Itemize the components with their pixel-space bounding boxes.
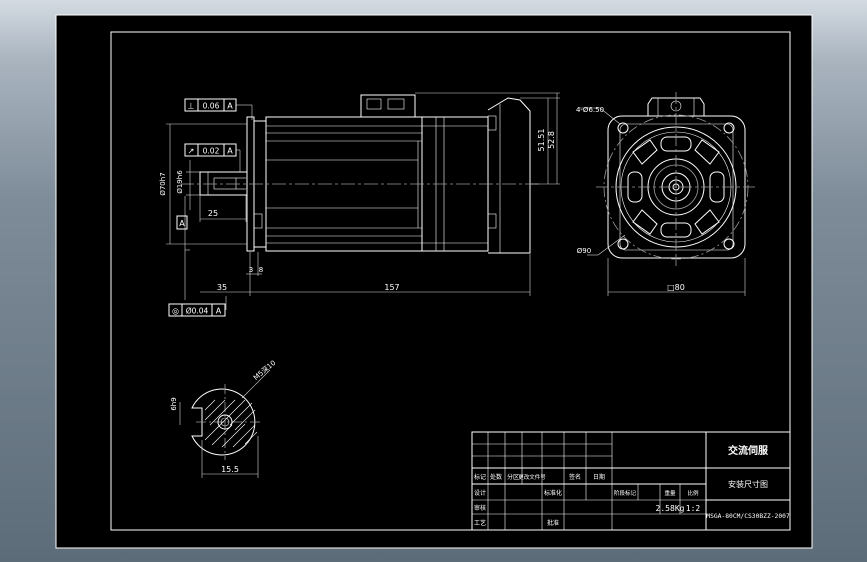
dim-key-width: 6h9 <box>170 397 178 410</box>
dim-height-2: 52.8 <box>547 131 556 149</box>
svg-text:↗: ↗ <box>188 147 195 156</box>
dim-key-depth: 15.5 <box>221 465 239 474</box>
svg-text:A: A <box>179 219 185 228</box>
mount-hole <box>617 122 629 134</box>
drawing-title: 交流伺服 <box>728 444 769 457</box>
dim-flange-thickness: 3 <box>249 266 253 274</box>
tolerance-frame-perpendicularity: ⊥ 0.06 A <box>184 98 237 112</box>
svg-text:0.02: 0.02 <box>203 147 220 156</box>
svg-text:◎: ◎ <box>172 307 179 316</box>
shaft-section <box>179 369 271 478</box>
shaft-cross-section <box>191 388 256 456</box>
svg-text:0.06: 0.06 <box>203 102 220 111</box>
title-block <box>471 431 791 531</box>
end-cap <box>487 97 531 254</box>
top-connector <box>360 94 416 118</box>
col-header: 更改文件号 <box>518 473 546 481</box>
row-label: 审核 <box>474 504 486 512</box>
small-label: 批准 <box>547 519 559 527</box>
dim-pcd: Ø90 <box>577 247 591 255</box>
col-header: 分区 <box>507 473 519 481</box>
svg-text:A: A <box>216 307 222 316</box>
row-label: 设计 <box>474 489 486 497</box>
paper-border <box>55 14 813 549</box>
dim-mount-holes: 4-Ø6.50 <box>576 106 604 114</box>
drawing-subtitle: 安装尺寸图 <box>728 479 768 489</box>
shaft-key <box>213 177 237 190</box>
tolerance-frame-concentricity: ◎ Ø0.04 A <box>168 303 226 317</box>
svg-text:Ø0.04: Ø0.04 <box>186 307 209 316</box>
weight-value: 2.58Kg <box>656 504 685 513</box>
dim-height-1: 51.51 <box>537 129 546 152</box>
drawing-frame <box>110 31 791 531</box>
dim-shaft-length: 35 <box>217 283 227 292</box>
col-header: 标记 <box>474 473 486 481</box>
col-header: 日期 <box>593 473 605 481</box>
stage-label: 阶段标记 <box>614 489 637 497</box>
stage-label: 重量 <box>664 489 676 497</box>
dim-shaft-diameter: Ø19h6 <box>176 170 184 194</box>
dim-body-length: 157 <box>384 283 399 292</box>
scale-value: 1:2 <box>686 504 701 513</box>
col-header: 签名 <box>569 473 581 481</box>
svg-text:A: A <box>227 147 233 156</box>
svg-text:A: A <box>227 102 233 111</box>
tolerance-frame-runout: ↗ 0.02 A <box>184 143 237 157</box>
front-view <box>578 92 756 296</box>
side-view <box>166 92 560 310</box>
dim-key-length: 25 <box>208 209 218 218</box>
part-number: MSGA-80CM/CS30BZZ-2007 <box>706 513 790 520</box>
mount-hole <box>617 238 629 250</box>
small-label: 标准化 <box>544 489 562 497</box>
mount-hole <box>723 238 735 250</box>
dim-flange-thickness-2: 8 <box>259 266 263 274</box>
col-header: 处数 <box>490 473 502 481</box>
datum-marker: A <box>176 215 188 230</box>
row-label: 工艺 <box>474 519 486 527</box>
dim-pilot-diameter: Ø70h7 <box>159 172 167 195</box>
dim-square: □80 <box>667 283 685 292</box>
svg-text:⊥: ⊥ <box>188 102 195 111</box>
mount-hole <box>723 122 735 134</box>
stage-label: 比例 <box>687 489 699 497</box>
